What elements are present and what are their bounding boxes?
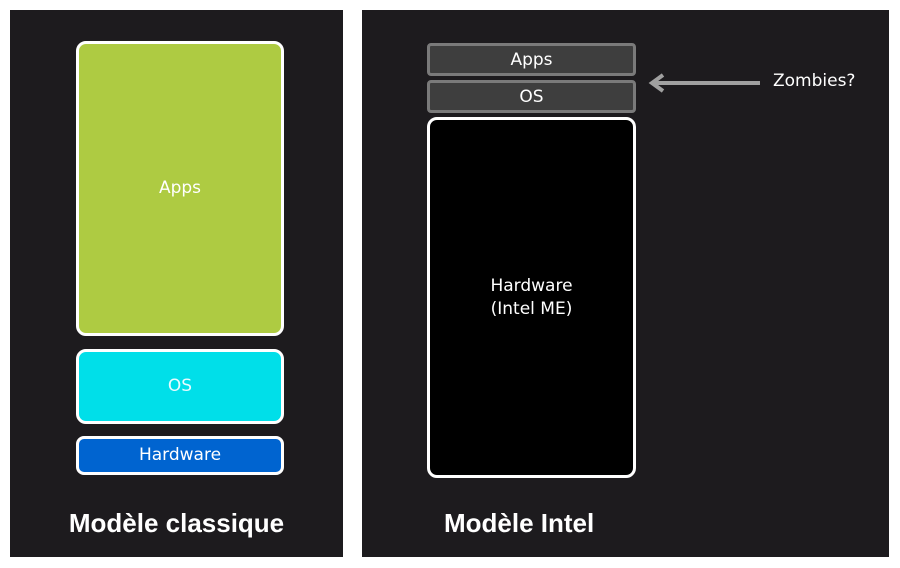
- intel-model-panel: Apps OS Hardware (Intel ME) Zombies? Mod…: [362, 10, 889, 557]
- classic-hardware-label: Hardware: [138, 445, 222, 465]
- classic-os-layer: OS: [76, 349, 284, 424]
- classic-os-label: OS: [167, 376, 193, 396]
- classic-apps-label: Apps: [158, 178, 202, 198]
- intel-me-label: (Intel ME): [490, 298, 573, 319]
- classic-apps-layer: Apps: [76, 41, 284, 336]
- intel-os-layer: OS: [427, 80, 636, 113]
- left-arrow-icon: [648, 73, 760, 93]
- classic-model-panel: Apps OS Hardware Modèle classique: [10, 10, 343, 557]
- classic-hardware-layer: Hardware: [76, 436, 284, 475]
- intel-hardware-label: Hardware: [490, 275, 573, 296]
- intel-apps-layer: Apps: [427, 43, 636, 76]
- intel-apps-label: Apps: [510, 49, 553, 70]
- classic-model-title: Modèle classique: [68, 508, 285, 538]
- intel-os-label: OS: [519, 86, 544, 107]
- intel-hardware-layer: Hardware (Intel ME): [427, 117, 636, 478]
- intel-model-title: Modèle Intel: [444, 508, 595, 538]
- zombies-annotation: Zombies?: [773, 71, 856, 91]
